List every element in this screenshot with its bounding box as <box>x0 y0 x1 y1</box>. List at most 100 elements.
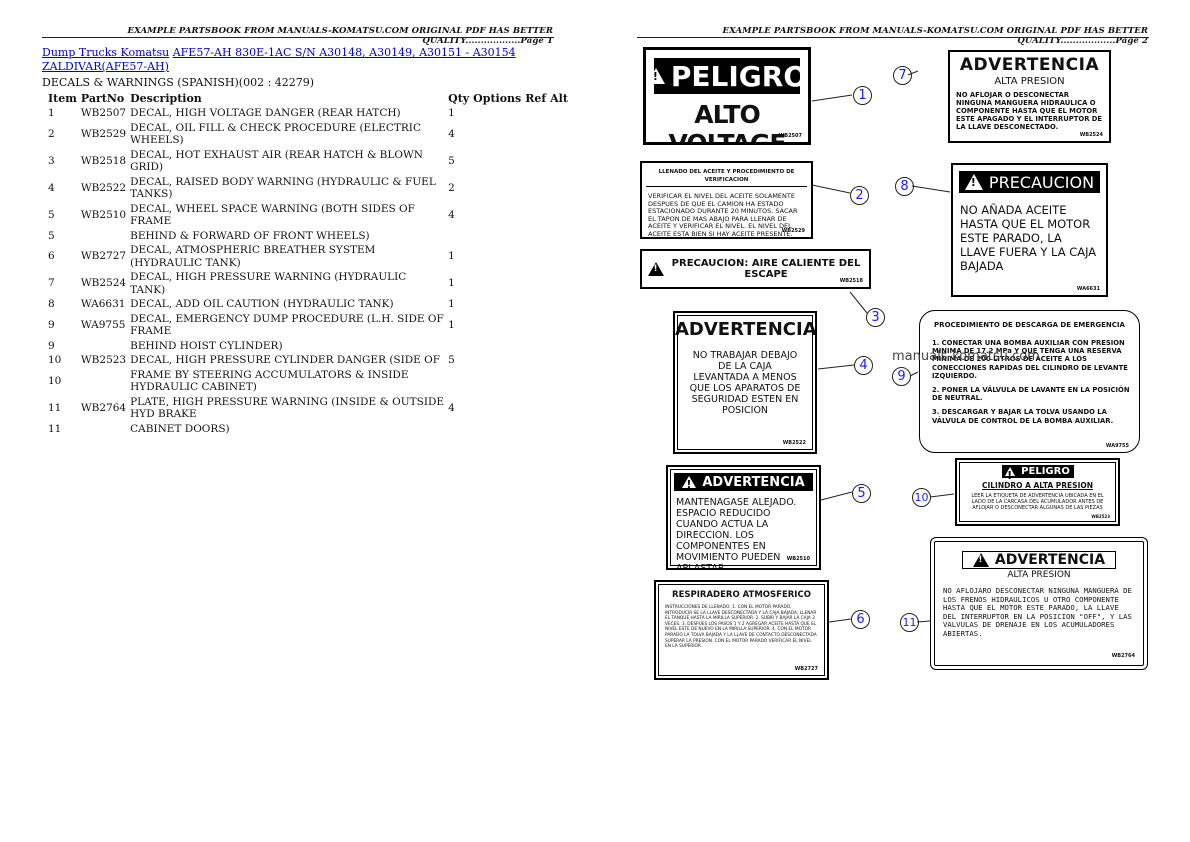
decal-peligro-alto-voltage: PELIGRO ALTO VOLTAGE WB2507 <box>643 47 811 145</box>
cell-qty: 4 <box>448 127 455 140</box>
decal-code: WB2507 <box>778 133 802 139</box>
decal-body: NO AFLOJARO DESCONECTAR NINGUNA MANGUERA… <box>943 586 1132 638</box>
breadcrumb-link-zaldivar[interactable]: ZALDIVAR(AFE57-AH) <box>42 60 169 73</box>
decal-code: WB2529 <box>781 228 805 234</box>
decal-advertencia-alta-presion-brake: ADVERTENCIA ALTA PRESION NO AFLOJARO DES… <box>930 537 1148 670</box>
page-2-header-rule <box>637 37 1149 38</box>
cell-qty: 1 <box>448 277 455 290</box>
decal-code: WB2518 <box>839 278 863 284</box>
cell-item: 4 <box>48 181 55 194</box>
decal-title: ADVERTENCIA <box>994 552 1106 568</box>
table-row: 9 BEHIND HOIST CYLINDER) <box>46 339 570 354</box>
cell-partno: WB2507 <box>80 107 127 119</box>
decal-code: WB2522 <box>782 440 806 446</box>
decal-body: INSTRUCCIONES DE LLENADO: 1. CON EL MOTO… <box>665 605 817 650</box>
callout-5: 5 <box>852 484 871 503</box>
breadcrumb-link-model[interactable]: AFE57-AH 830E-1AC S/N A30148, A30149, A3… <box>172 46 516 59</box>
cell-description: PLATE, HIGH PRESSURE WARNING (INSIDE & O… <box>130 395 445 421</box>
decal-advertencia-alta-presion-hydraulic: ADVERTENCIA ALTA PRESION NO AFLOJAR O DE… <box>948 50 1111 143</box>
warning-triangle-icon <box>682 476 697 491</box>
decal-code: WB2727 <box>794 666 818 672</box>
decal-code: WB2524 <box>1079 132 1103 138</box>
cell-qty: 2 <box>448 181 455 194</box>
cell-partno: WB2523 <box>80 354 127 366</box>
decal-title: LLENADO DEL ACEITE Y PROCEDIMIENTO DE VE… <box>646 169 807 187</box>
col-description: Description <box>130 92 202 105</box>
callout-8: 8 <box>895 177 914 196</box>
col-item: Item <box>48 92 77 105</box>
cell-description: FRAME BY STEERING ACCUMULATORS & INSIDE … <box>130 368 409 394</box>
decal-precaucion-no-anada-aceite: PRECAUCION NO AÑADA ACEITE HASTA QUE EL … <box>951 163 1108 297</box>
cell-partno: WB2764 <box>80 401 127 414</box>
cell-qty: 1 <box>448 298 455 310</box>
callout-6: 6 <box>851 610 870 629</box>
cell-description: DECAL, EMERGENCY DUMP PROCEDURE (L.H. SI… <box>130 312 444 338</box>
decal-body: NO AFLOJAR O DESCONECTAR NINGUNA MANGUER… <box>956 91 1103 131</box>
cell-description: CABINET DOORS) <box>130 422 230 435</box>
decal-title: PELIGRO <box>670 59 808 93</box>
cell-description: DECAL, HIGH PRESSURE CYLINDER DANGER (SI… <box>130 354 441 366</box>
decal-body: MANTENAGASE ALEJADO. ESPACIO REDUCIDO CU… <box>676 497 797 570</box>
decal-code: WB2764 <box>1111 653 1135 659</box>
decal-advertencia-mantengase-alejado: ADVERTENCIA MANTENAGASE ALEJADO. ESPACIO… <box>666 465 821 570</box>
cell-description: DECAL, ATMOSPHERIC BREATHER SYSTEM (HYDR… <box>130 244 376 269</box>
cell-item: 2 <box>48 127 55 140</box>
decal-advertencia-no-trabajar: ADVERTENCIA NO TRABAJAR DEBAJO DE LA CAJ… <box>673 311 817 454</box>
col-partno: PartNo <box>80 92 125 105</box>
cell-description: DECAL, ADD OIL CAUTION (HYDRAULIC TANK) <box>130 298 394 310</box>
cell-item: 11 <box>48 401 62 414</box>
decal-title: ADVERTENCIA <box>959 55 1100 75</box>
decal-subtitle: ALTA PRESION <box>994 76 1065 87</box>
decal-code: WA6631 <box>1076 286 1100 292</box>
breadcrumb: Dump Trucks Komatsu AFE57-AH 830E-1AC S/… <box>42 46 522 74</box>
cell-item: 5 <box>48 229 55 242</box>
decal-precaucion-aire-caliente: PRECAUCION: AIRE CALIENTE DEL ESCAPE WB2… <box>640 249 871 289</box>
decal-title: PRECAUCION <box>988 172 1095 192</box>
cell-qty: 1 <box>448 107 455 119</box>
decal-respiradero-atmosferico: RESPIRADERO ATMOSFERICO INSTRUCCIONES DE… <box>654 580 829 680</box>
cell-description: DECAL, HIGH PRESSURE WARNING (HYDRAULIC … <box>130 271 407 296</box>
parts-table-header: Item PartNo Description Qty Options Ref … <box>46 91 570 106</box>
decal-title: RESPIRADERO ATMOSFERICO <box>672 590 811 600</box>
callout-1: 1 <box>853 86 872 105</box>
cell-item: 6 <box>48 250 55 263</box>
page-1-header: EXAMPLE PARTSBOOK FROM MANUALS-KOMATSU.C… <box>127 26 553 46</box>
cell-partno: WB2727 <box>80 250 127 263</box>
decal-step-1: 1. CONECTAR UNA BOMBA AUXILIAR CON PRESI… <box>932 339 1128 380</box>
parts-table: Item PartNo Description Qty Options Ref … <box>46 91 570 436</box>
cell-item: 8 <box>48 298 55 310</box>
decal-title: ADVERTENCIA <box>675 319 817 340</box>
cell-qty: 1 <box>448 318 455 331</box>
cell-description: DECAL, HOT EXHAUST AIR (REAR HATCH & BLO… <box>130 148 423 174</box>
cell-item: 10 <box>48 354 62 366</box>
cell-description: BEHIND HOIST CYLINDER) <box>130 339 283 352</box>
cell-item: 9 <box>48 339 55 352</box>
cell-item: 1 <box>48 107 55 119</box>
warning-triangle-icon <box>972 553 989 567</box>
callout-4: 4 <box>854 356 873 375</box>
warning-triangle-icon <box>646 68 665 84</box>
cell-qty: 5 <box>448 354 455 366</box>
decal-llenado-aceite: LLENADO DEL ACEITE Y PROCEDIMIENTO DE VE… <box>640 161 813 239</box>
cell-partno: WB2518 <box>80 154 127 167</box>
decal-body: NO TRABAJAR DEBAJO DE LA CAJA LEVANTADA … <box>689 350 801 416</box>
decal-title: ADVERTENCIA <box>702 474 805 490</box>
cell-item: 3 <box>48 154 55 167</box>
cell-partno: WB2522 <box>80 181 127 194</box>
callout-2: 2 <box>850 186 869 205</box>
breadcrumb-link-dump-trucks[interactable]: Dump Trucks Komatsu <box>42 46 170 59</box>
cell-description: BEHIND & FORWARD OF FRONT WHEELS) <box>130 229 370 242</box>
decal-title: PELIGRO <box>1021 466 1070 477</box>
decal-body: NO AÑADA ACEITE HASTA QUE EL MOTOR ESTE … <box>960 203 1097 273</box>
callout-3: 3 <box>866 308 885 327</box>
